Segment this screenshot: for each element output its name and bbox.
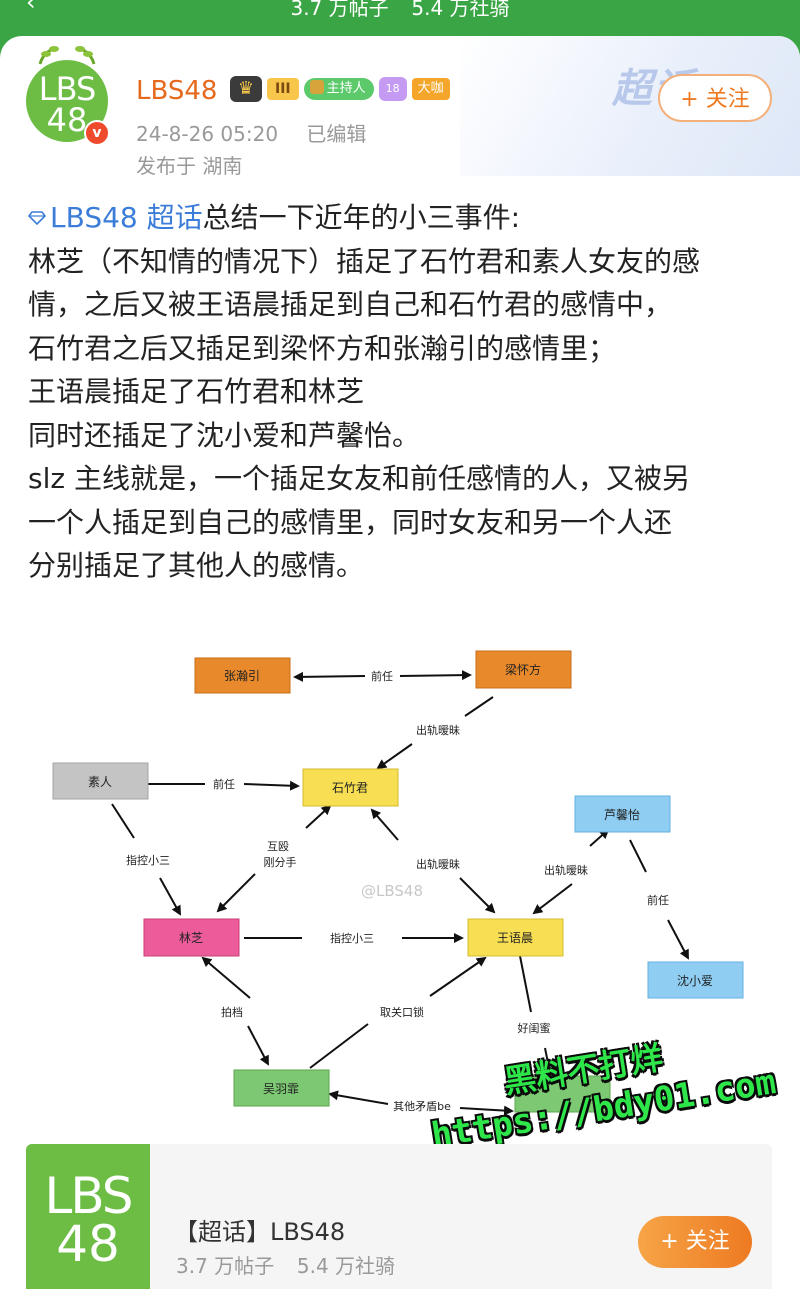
diagram-watermark: @LBS48 xyxy=(361,882,423,900)
post-card: 超话 LBS 48 v LBS48 ♛ III 主持人 18 大咖 24-8-2… xyxy=(0,36,800,1289)
super-topic-card[interactable]: LBS 48 【超话】LBS48 3.7 万帖子 5.4 万社骑 + 关注 xyxy=(26,1144,772,1289)
crown-icon: ♛ xyxy=(230,76,262,102)
edge-label-quguankousuo: 取关口锁 xyxy=(380,1005,424,1019)
super-topic-logo-top: LBS xyxy=(44,1167,133,1225)
avatar-text-top: LBS xyxy=(38,70,97,108)
topic-link[interactable]: LBS48 超话 xyxy=(28,201,203,234)
timestamp: 24-8-26 05:20 xyxy=(136,122,279,146)
node-label-luxinyi: 芦馨怡 xyxy=(604,807,640,822)
super-topic-members: 5.4 万社骑 xyxy=(296,1254,396,1278)
edge-label-qianren-top: 前任 xyxy=(371,669,393,683)
edge-label-zhikong-left: 指控小三 xyxy=(126,853,170,867)
post-line-8: 分别插足了其他人的感情。 xyxy=(28,549,365,582)
topbar-posts-count: 3.7 万帖子 xyxy=(290,0,389,20)
post-line-6: slz 主线就是，一个插足女友和前任感情的人，又被另 xyxy=(28,462,690,495)
post-line-2: 情，之后又被王语晨插足到自己和石竹君的感情中， xyxy=(28,288,673,321)
super-topic-logo-bottom: 48 xyxy=(56,1215,120,1273)
node-suren[interactable]: 素人 xyxy=(52,762,149,800)
post-meta: 24-8-26 05:20 已编辑 xyxy=(136,118,366,147)
top-bar: ‹ 3.7 万帖子 5.4 万社骑 xyxy=(0,0,800,40)
node-label-wangyuchen: 王语晨 xyxy=(497,931,533,945)
node-lianghuaifang[interactable]: 梁怀方 xyxy=(475,650,572,689)
node-shizhujun[interactable]: 石竹君 xyxy=(302,768,399,807)
post-line-text-0: 总结一下近年的小三事件: xyxy=(202,201,521,234)
avatar-text-bottom: 48 xyxy=(46,101,88,139)
topic-link-label: LBS48 超话 xyxy=(50,201,203,234)
node-label-linzhi: 林芝 xyxy=(179,930,203,945)
post-line-4: 王语晨插足了石竹君和林芝 xyxy=(28,375,365,408)
post-line-1: 林芝（不知情的情况下）插足了石竹君和素人女友的感 xyxy=(28,244,701,278)
super-topic-follow-button[interactable]: + 关注 xyxy=(638,1216,752,1268)
super-topic-stats: 3.7 万帖子 5.4 万社骑 xyxy=(176,1250,395,1279)
super-topic-logo: LBS 48 xyxy=(26,1144,150,1289)
host-badge: 主持人 xyxy=(303,78,374,100)
post-body: LBS48 超话总结一下近年的小三事件: 林芝（不知情的情况下）插足了石竹君和素… xyxy=(28,196,778,588)
edited-label: 已编辑 xyxy=(306,122,367,146)
node-label-wuyufei: 吴羽霏 xyxy=(263,1082,299,1096)
location: 发布于 湖南 xyxy=(136,154,243,178)
diamond-icon xyxy=(28,211,46,225)
username[interactable]: LBS48 xyxy=(136,76,218,106)
super-topic-posts: 3.7 万帖子 xyxy=(176,1254,275,1278)
node-shenxiaoai[interactable]: 沈小爱 xyxy=(647,961,744,999)
post-line-7: 一个人插足到自己的感情里，同时女友和另一个人还 xyxy=(28,505,673,539)
node-wuyufei[interactable]: 吴羽霏 xyxy=(233,1069,330,1107)
host-badge-label: 主持人 xyxy=(326,81,366,96)
post-line-5: 同时还插足了沈小爱和芦馨怡。 xyxy=(28,418,421,452)
edge-label-huqin: 互殴 xyxy=(267,840,289,853)
post-line-3: 石竹君之后又插足到梁怀方和张瀚引的感情里； xyxy=(28,331,617,365)
edge-label-chugui-2: 出轨暧昧 xyxy=(416,857,460,871)
node-zhanghanyin[interactable]: 张瀚引 xyxy=(194,657,291,694)
node-hidden xyxy=(514,1075,611,1113)
trophy-icon xyxy=(309,80,324,94)
relationship-diagram[interactable]: 前任 出轨暧昧 前任 指控小三 互殴 刚分手 出轨暧昧 出轨暧昧 前任 指控小三… xyxy=(0,608,800,1128)
node-wangyuchen[interactable]: 王语晨 xyxy=(467,918,564,957)
user-badges: ♛ III 主持人 18 大咖 xyxy=(230,76,450,102)
node-label-suren: 素人 xyxy=(88,775,112,789)
chevron-left-icon[interactable]: ‹ xyxy=(26,0,36,16)
topbar-members-count: 5.4 万社骑 xyxy=(411,0,510,20)
laurel-icon xyxy=(38,46,96,65)
level-badge: III xyxy=(267,78,299,100)
edge-label-zhikong-mid: 指控小三 xyxy=(330,931,374,945)
node-label-shizhujun: 石竹君 xyxy=(332,781,368,795)
node-linzhi[interactable]: 林芝 xyxy=(143,918,240,957)
edge-label-qita-maodun: 其他矛盾be xyxy=(393,1100,451,1113)
edge-label-chugui-1: 出轨暧昧 xyxy=(416,723,460,737)
edge-label-gangfenshou: 刚分手 xyxy=(264,855,297,869)
follow-button[interactable]: + 关注 xyxy=(658,74,772,122)
node-label-shenxiaoai: 沈小爱 xyxy=(677,973,713,988)
node-label-lianghuaifang: 梁怀方 xyxy=(505,662,541,677)
node-luxinyi[interactable]: 芦馨怡 xyxy=(574,795,671,833)
edge-label-chugui-3: 出轨暧昧 xyxy=(544,863,588,877)
post-line-0: LBS48 超话总结一下近年的小三事件: xyxy=(28,196,778,240)
edge-label-qianren-right: 前任 xyxy=(647,893,669,907)
node-label-zhanghanyin: 张瀚引 xyxy=(224,668,260,683)
edge-label-haoguimi: 好闺蜜 xyxy=(518,1021,551,1035)
edge-label-paidang: 拍档 xyxy=(221,1005,243,1019)
big-fan-badge: 大咖 xyxy=(411,78,450,100)
edge-label-qianren-left: 前任 xyxy=(213,777,235,791)
verified-icon: v xyxy=(84,120,110,146)
super-topic-title: 【超话】LBS48 xyxy=(174,1218,346,1246)
gem-level-badge: 18 xyxy=(378,77,407,101)
